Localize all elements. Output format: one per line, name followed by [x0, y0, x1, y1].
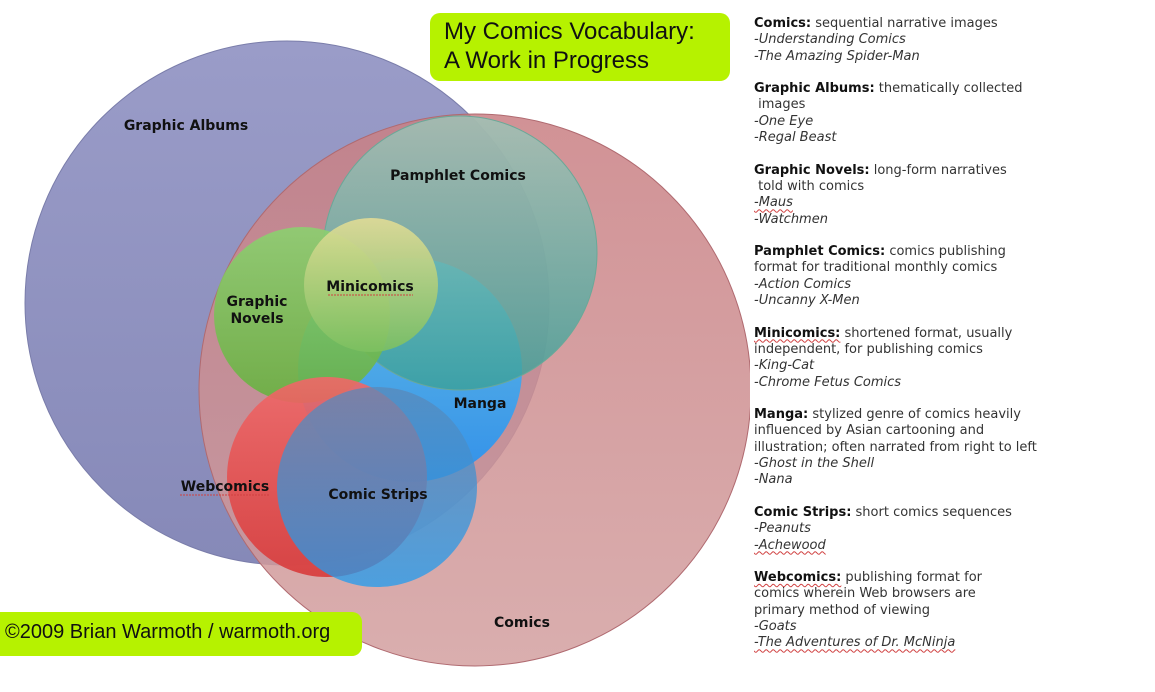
- credit-text: ©2009 Brian Warmoth / warmoth.org: [5, 621, 331, 643]
- minicomics-label: Minicomics: [326, 279, 413, 295]
- legend-entry-comics: Comics: sequential narrative images -Und…: [754, 16, 1150, 65]
- legend-term: Graphic Albums:: [754, 81, 875, 97]
- legend-example: -Goats: [754, 618, 797, 634]
- legend-definition: comics wherein Web browsers are: [754, 586, 976, 602]
- legend-term: Comics:: [754, 16, 812, 31]
- legend-definition: format for traditional monthly comics: [754, 260, 998, 276]
- legend-example: -Regal Beast: [754, 130, 837, 146]
- comic-strips-label: Comic Strips: [328, 487, 427, 503]
- legend-entry-graphic-albums: Graphic Albums: thematically collected i…: [754, 81, 1150, 146]
- venn-diagram: Graphic Albums Pamphlet Comics Minicomic…: [24, 40, 750, 667]
- graphic-novels-label-line2: Novels: [230, 311, 283, 327]
- legend-example: -King-Cat: [754, 358, 815, 374]
- title-box: My Comics Vocabulary: A Work in Progress: [430, 13, 730, 81]
- legend-example: -Nana: [754, 472, 793, 488]
- legend-term: Graphic Novels:: [754, 162, 870, 178]
- legend-entry-graphic-novels: Graphic Novels: long-form narratives tol…: [754, 163, 1150, 228]
- legend-term: Pamphlet Comics:: [754, 244, 886, 260]
- legend-entry-comic-strips: Comic Strips: short comics sequences -Pe…: [754, 505, 1150, 554]
- legend-example: -The Amazing Spider-Man: [754, 48, 920, 64]
- legend-definition: illustration; often narrated from right …: [754, 439, 1037, 455]
- graphic-novels-label-line1: Graphic: [227, 294, 288, 310]
- legend-example: -Watchmen: [754, 211, 828, 227]
- legend-example: -Understanding Comics: [754, 32, 906, 48]
- legend-definition: primary method of viewing: [754, 602, 931, 618]
- legend-definition: Comic Strips: short comics sequences: [754, 504, 1012, 520]
- legend-example: -Maus: [754, 195, 793, 211]
- legend-definition: Pamphlet Comics: comics publishing: [754, 244, 1006, 260]
- legend-definition: Minicomics: shortened format, usually: [754, 325, 1013, 341]
- legend-term: Manga:: [754, 407, 809, 423]
- legend-entry-pamphlet-comics: Pamphlet Comics: comics publishing forma…: [754, 244, 1150, 309]
- webcomics-label: Webcomics: [181, 479, 269, 495]
- legend-term: Comic Strips:: [754, 504, 852, 520]
- legend-definition: Comics: sequential narrative images: [754, 16, 998, 31]
- legend-definition: images: [754, 97, 806, 113]
- legend-definition: Manga: stylized genre of comics heavily: [754, 407, 1021, 423]
- title-line1: My Comics Vocabulary:: [444, 18, 695, 45]
- comic-strips-circle: [277, 387, 477, 587]
- legend-example: -Uncanny X-Men: [754, 293, 860, 309]
- legend-definition: Webcomics: publishing format for: [754, 570, 983, 586]
- legend-definition: Graphic Novels: long-form narratives: [754, 162, 1007, 178]
- minicomics-circle: [304, 218, 438, 352]
- legend-example: -Peanuts: [754, 521, 811, 537]
- graphic-albums-label: Graphic Albums: [124, 118, 248, 134]
- legend-entry-webcomics: Webcomics: publishing format for comics …: [754, 570, 1150, 651]
- legend-example: -Action Comics: [754, 276, 851, 292]
- vocabulary-legend: Comics: sequential narrative images -Und…: [754, 16, 1150, 668]
- legend-example: -One Eye: [754, 113, 814, 129]
- legend-entry-manga: Manga: stylized genre of comics heavily …: [754, 407, 1150, 488]
- title-line2: A Work in Progress: [444, 47, 649, 74]
- pamphlet-comics-label: Pamphlet Comics: [390, 168, 526, 184]
- legend-term: Webcomics:: [754, 570, 842, 586]
- legend-definition: Graphic Albums: thematically collected: [754, 81, 1023, 97]
- legend-definition: influenced by Asian cartooning and: [754, 423, 985, 439]
- legend-example: -Achewood: [754, 537, 826, 553]
- legend-example: -Ghost in the Shell: [754, 456, 875, 472]
- legend-example: -Chrome Fetus Comics: [754, 374, 902, 390]
- legend-term: Minicomics:: [754, 325, 841, 341]
- legend-definition: independent, for publishing comics: [754, 341, 983, 357]
- comics-label: Comics: [494, 615, 550, 631]
- legend-definition: told with comics: [754, 178, 865, 194]
- legend-entry-minicomics: Minicomics: shortened format, usually in…: [754, 326, 1150, 391]
- legend-example: -The Adventures of Dr. McNinja: [754, 635, 956, 651]
- manga-label: Manga: [454, 396, 507, 412]
- credit-box: ©2009 Brian Warmoth / warmoth.org: [0, 612, 362, 656]
